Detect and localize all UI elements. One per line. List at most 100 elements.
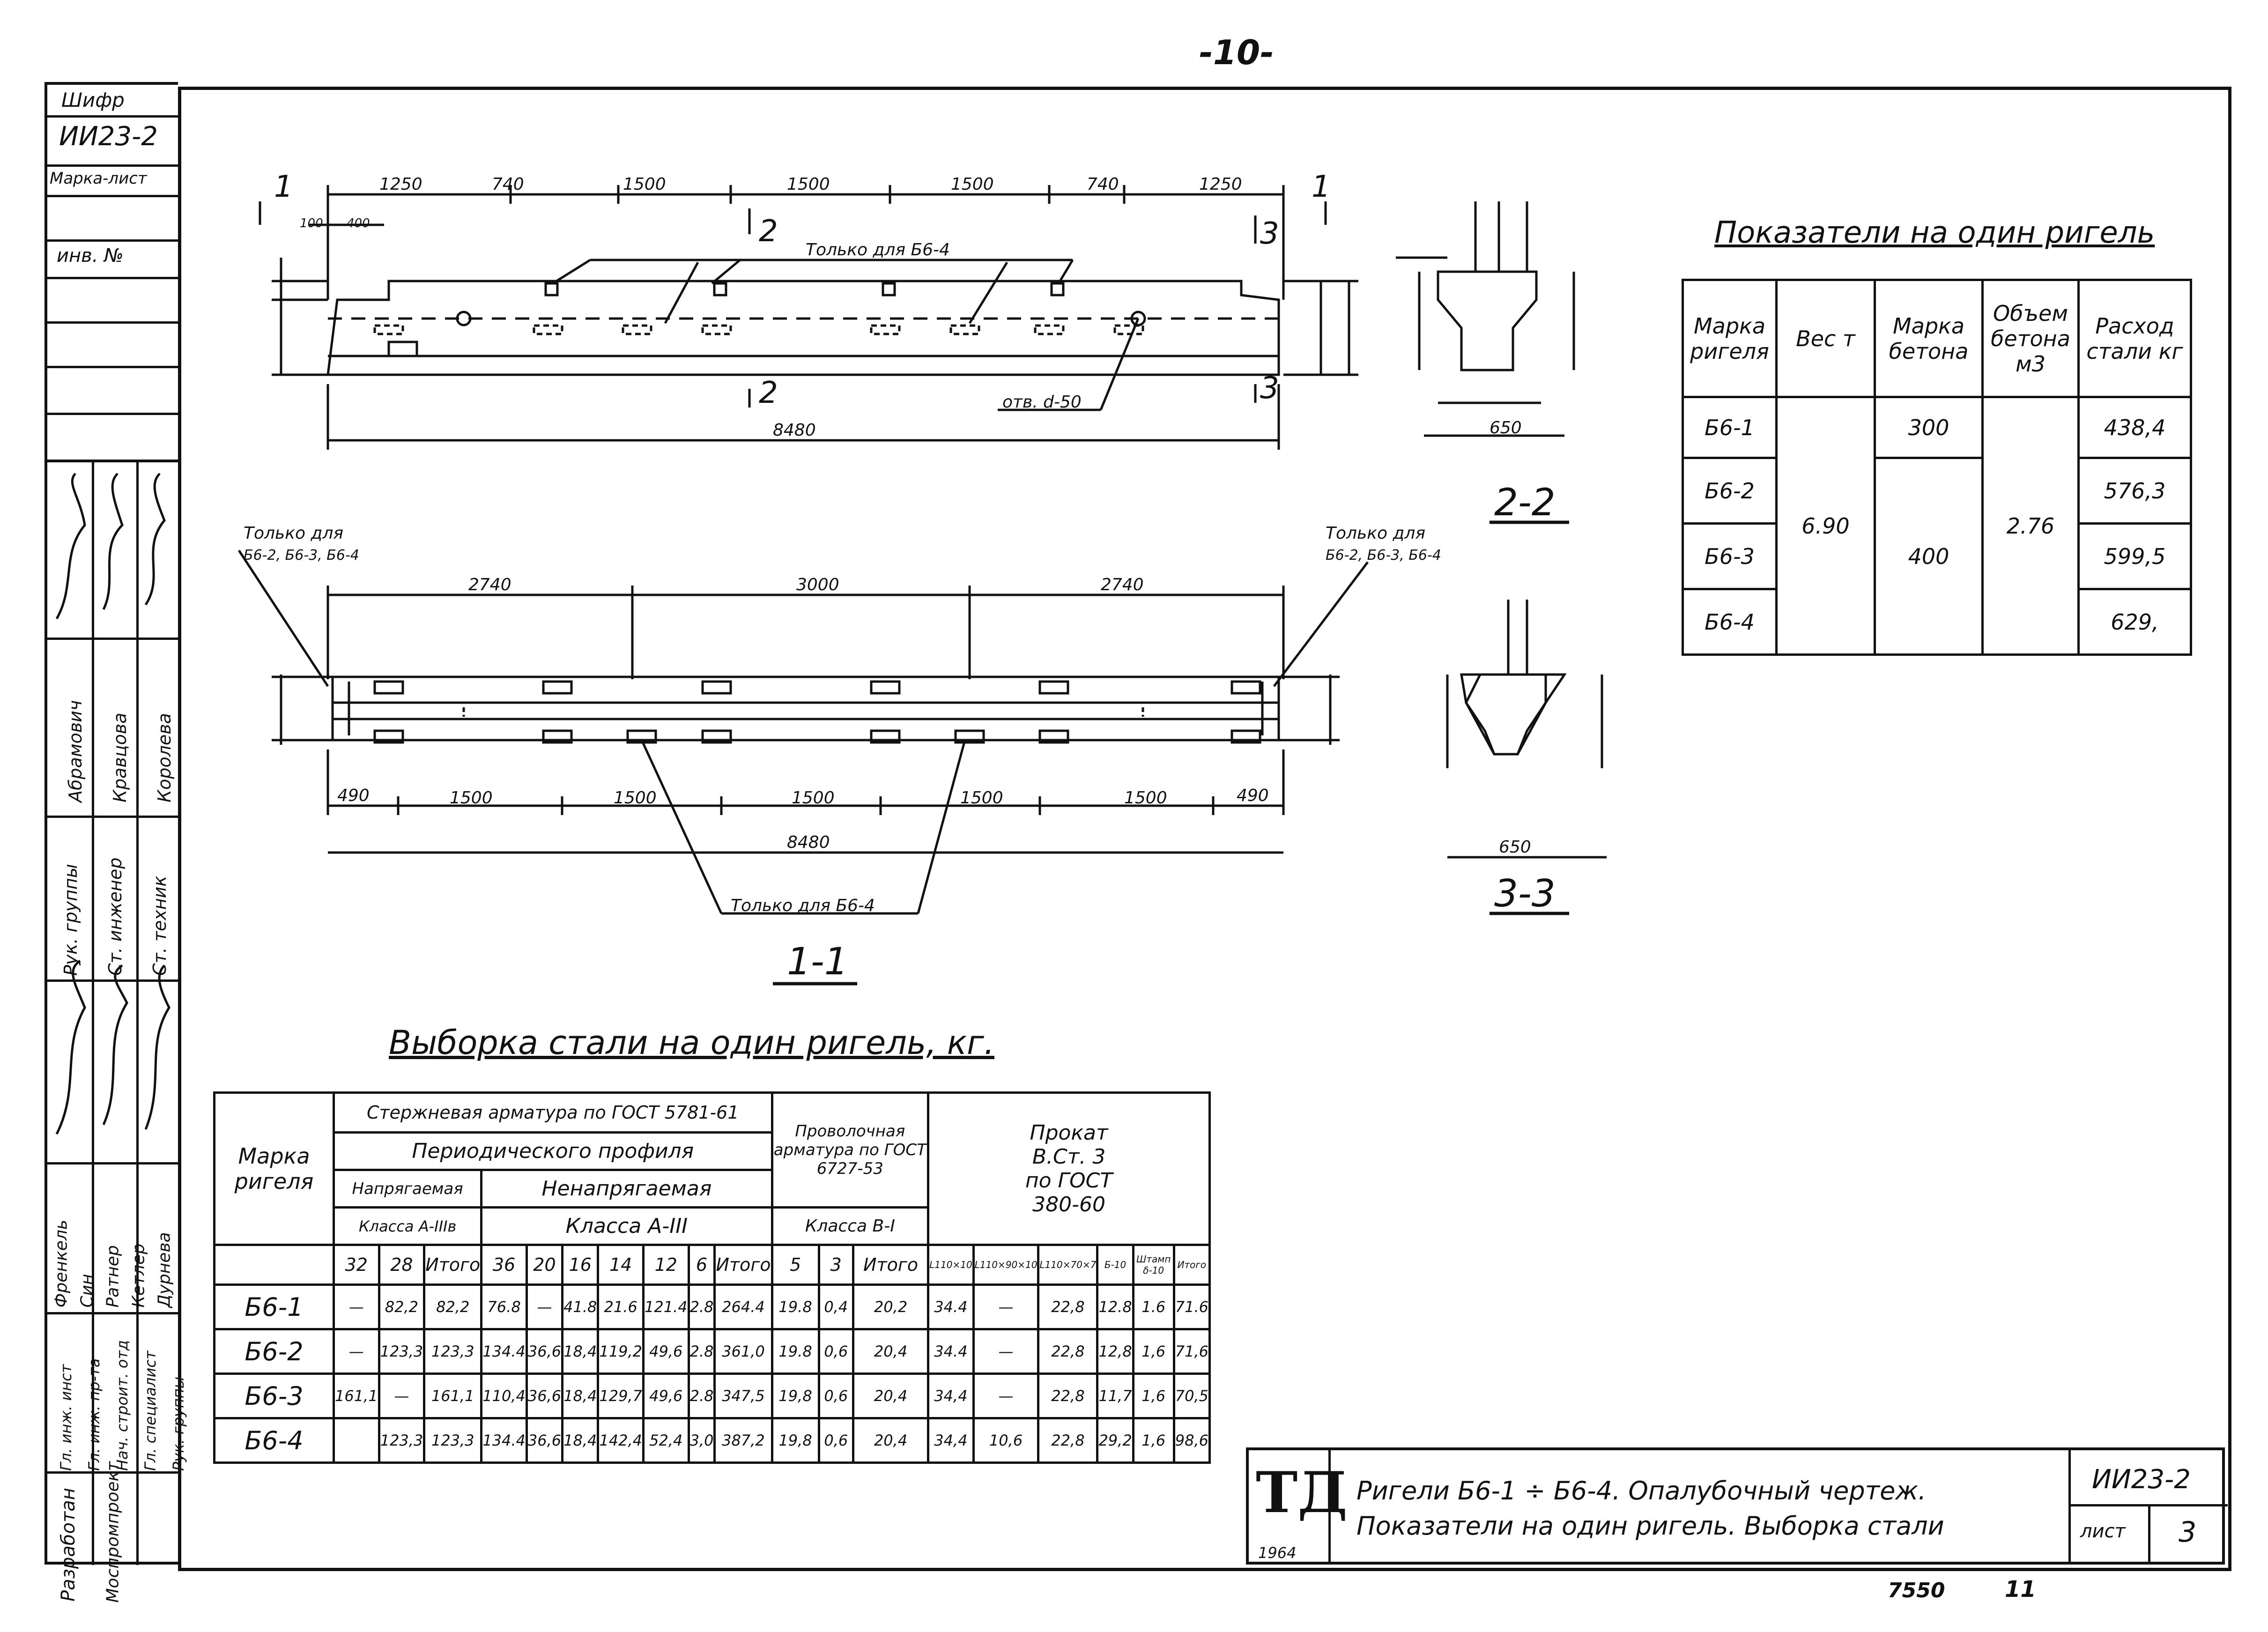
cut-1-left: 1 <box>274 170 293 204</box>
steel-cell: 2.8 <box>687 1328 716 1375</box>
steel-cell: 0,6 <box>817 1328 854 1375</box>
top-dim-3: 1500 <box>623 175 666 194</box>
bdim-7: 490 <box>1237 786 1269 805</box>
steel-col-13: L110×10 <box>927 1244 975 1286</box>
footer-num-2: 11 <box>2005 1576 2036 1602</box>
ind-mark-2: Б6-2 <box>1682 457 1778 525</box>
top-dim-2: 740 <box>492 175 524 194</box>
sheet-label: лист <box>2080 1521 2126 1542</box>
left-dim-100: 100 <box>300 216 323 230</box>
steel-cell: 34,4 <box>927 1372 975 1419</box>
shifr-label: Шифр <box>61 89 125 111</box>
steel-cell: 71,6 <box>1172 1328 1211 1375</box>
sheet-number: 3 <box>2179 1516 2197 1549</box>
steel-cell: 0,6 <box>817 1417 854 1464</box>
section-label-3-3: 3-3 <box>1494 872 1556 915</box>
bdim-3: 1500 <box>614 788 657 808</box>
steel-col-3: 36 <box>480 1244 528 1286</box>
steel-cell: 22,8 <box>1037 1328 1099 1375</box>
steel-col-6: 14 <box>597 1244 645 1286</box>
indicators-title: Показатели на один ригель <box>1714 215 2155 250</box>
steel-cell: 29,2 <box>1096 1417 1134 1464</box>
steel-h-prokat: Прокат <box>1030 1121 1108 1145</box>
ind-h-beton: Марка бетона <box>1874 279 1984 398</box>
steel-col-7: 12 <box>642 1244 690 1286</box>
steel-col-2: Итого <box>423 1244 483 1286</box>
steel-cell: 18,4 <box>561 1417 600 1464</box>
steel-cell: 129,7 <box>597 1372 645 1419</box>
cut-2-bottom: 2 <box>759 376 778 410</box>
steel-cell: 98,6 <box>1172 1417 1211 1464</box>
steel-cell: 1,6 <box>1132 1328 1175 1375</box>
sec33-dim-650: 650 <box>1499 838 1531 857</box>
marka-list: Марка-лист <box>50 169 147 188</box>
steel-cell: 123,3 <box>378 1417 426 1464</box>
steel-col-5: 16 <box>561 1244 600 1286</box>
plan-dim-3000: 3000 <box>796 575 839 594</box>
ind-weight: 6.90 <box>1775 396 1876 656</box>
steel-cell: 12,8 <box>1096 1328 1134 1375</box>
steel-cell: 0,4 <box>817 1283 854 1330</box>
steel-row-mark: Б6-2 <box>213 1328 335 1375</box>
sec22-dim-650: 650 <box>1490 418 1522 438</box>
steel-cell: 387,2 <box>713 1417 773 1464</box>
top-dim-7: 1250 <box>1199 175 1242 194</box>
steel-col-14: L110×90×10 <box>972 1244 1040 1286</box>
steel-cell: — <box>378 1372 426 1419</box>
ind-mark-1: Б6-1 <box>1682 396 1778 459</box>
steel-cell: 347,5 <box>713 1372 773 1419</box>
total-length-plan: 8480 <box>787 833 830 852</box>
steel-h-tension: Напрягаемая <box>332 1169 483 1209</box>
steel-cell: 18,4 <box>561 1372 600 1419</box>
steel-cell: — <box>972 1283 1040 1330</box>
steel-cell: 82,2 <box>423 1283 483 1330</box>
page-number: -10- <box>1199 33 1274 72</box>
steel-cell: 123,3 <box>423 1417 483 1464</box>
only-right-2: Б6-2, Б6-3, Б6-4 <box>1326 547 1441 564</box>
plan-dim-2740-b: 2740 <box>1101 575 1144 594</box>
only-b64-top: Только для Б6-4 <box>806 240 950 260</box>
steel-cell: — <box>972 1328 1040 1375</box>
steel-cell: 1,6 <box>1132 1372 1175 1419</box>
steel-cell: 41.8 <box>561 1283 600 1330</box>
steel-cell: 76.8 <box>480 1283 528 1330</box>
td-logo: ТД <box>1256 1460 1348 1526</box>
steel-h-wire: Проволочная арматура по ГОСТ 6727-53 <box>771 1091 930 1209</box>
ind-mark-3: Б6-3 <box>1682 522 1778 590</box>
sheet-frame <box>178 87 2231 1571</box>
ind-concrete-2: 400 <box>1874 457 1984 656</box>
steel-cell: — <box>333 1328 380 1375</box>
bdim-6: 1500 <box>1124 788 1167 808</box>
ind-steel-4: 629, <box>2077 588 2192 656</box>
steel-h-marka: Марка ригеля <box>213 1091 335 1246</box>
steel-cell: 20,4 <box>852 1372 930 1419</box>
cut-3-top: 3 <box>1260 216 1279 251</box>
steel-row-mark: Б6-4 <box>213 1417 335 1464</box>
steel-h-rod: Стержневая арматура по ГОСТ 5781-61 <box>333 1091 773 1134</box>
steel-cell: 19.8 <box>771 1283 820 1330</box>
steel-col-10: 5 <box>771 1244 820 1286</box>
steel-cell: 22,8 <box>1037 1417 1099 1464</box>
steel-col-8: 6 <box>687 1244 716 1286</box>
steel-cell: 264.4 <box>713 1283 773 1330</box>
ind-h-steel: Расход стали кг <box>2077 279 2192 398</box>
steel-cell: 18,4 <box>561 1328 600 1375</box>
steel-cell: 119,2 <box>597 1328 645 1375</box>
steel-col-1: 28 <box>378 1244 426 1286</box>
title-block: ТД 1964 Ригели Б6-1 ÷ Б6-4. Опалубочный … <box>1246 1447 2228 1565</box>
ind-steel-2: 576,3 <box>2077 457 2192 525</box>
left-stamp: Шифр ИИ23-2 Марка-лист инв. № Рук. групп… <box>44 82 187 1603</box>
cut-2-top: 2 <box>759 214 778 249</box>
section-label-2-2: 2-2 <box>1494 481 1556 524</box>
shifr-value: ИИ23-2 <box>59 121 158 152</box>
steel-cell: 110,4 <box>480 1372 528 1419</box>
steel-col-9: Итого <box>713 1244 773 1286</box>
td-year: 1964 <box>1258 1544 1297 1562</box>
ind-volume: 2.76 <box>1981 396 2080 656</box>
cut-3-bottom: 3 <box>1260 371 1279 406</box>
ind-concrete-1: 300 <box>1874 396 1984 459</box>
ind-h-marka: Марка ригеля <box>1682 279 1778 398</box>
steel-col-11: 3 <box>817 1244 854 1286</box>
